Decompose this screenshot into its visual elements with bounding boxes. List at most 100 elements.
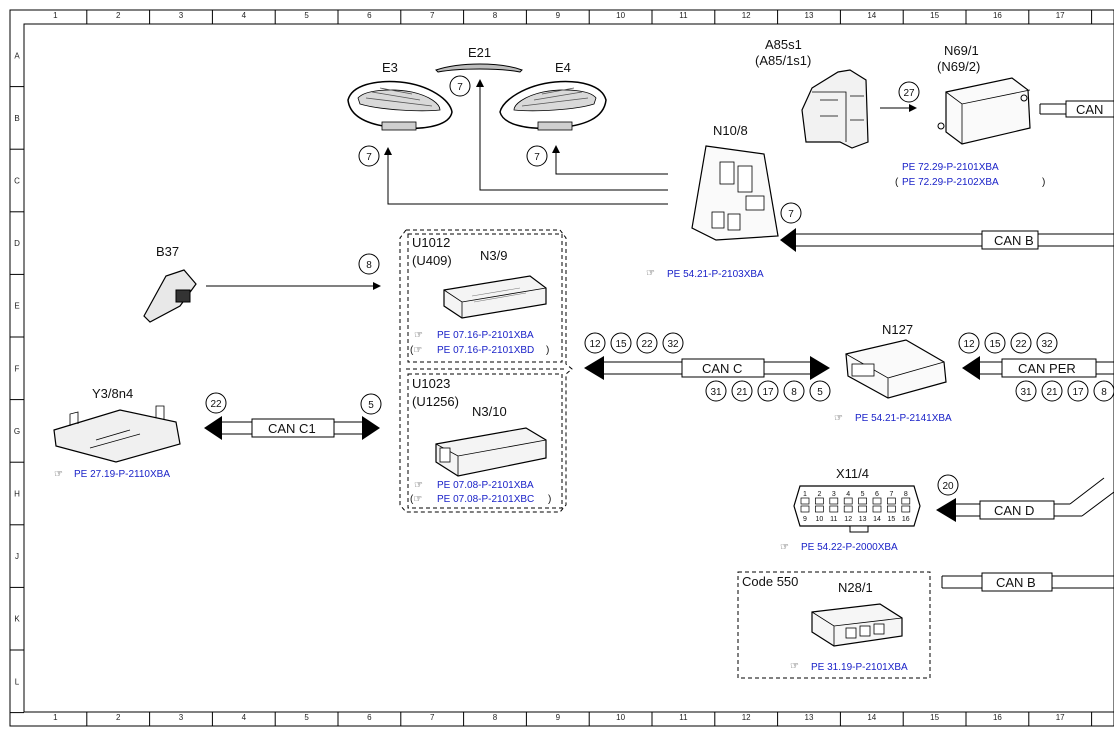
lamp-e4: E4 7 [499, 60, 607, 167]
svg-text:(☞: (☞ [410, 494, 422, 505]
grid-column-label: 14 [867, 11, 876, 20]
grid-column-label: 8 [493, 713, 498, 722]
label-n69-1: N69/1 [944, 43, 979, 58]
connector-pin-number: 10 [816, 516, 824, 523]
grid-column-label: 11 [679, 713, 688, 722]
signal-canper-top: 12 [963, 339, 975, 350]
svg-text:☞: ☞ [834, 413, 843, 424]
signal-canper-top-circle [1010, 332, 1032, 354]
connector-pin [872, 505, 882, 513]
module-n69-1: N69/1 (N69/2) PE 72.29-P-2101XBA ( PE 72… [895, 43, 1045, 188]
grid-row-label: B [14, 114, 19, 123]
signal-canc-bottom-circle [705, 380, 727, 402]
ref-n69-b[interactable]: PE 72.29-P-2102XBA [902, 177, 999, 188]
signal-b37: 8 [366, 260, 372, 271]
grid-row-label: C [14, 177, 20, 186]
ref-x11-4[interactable]: PE 54.22-P-2000XBA [801, 542, 898, 553]
signal-canc1-left: 22 [210, 399, 222, 410]
signal-canc-top: 12 [589, 339, 601, 350]
signal-canper-bottom-circle [1015, 380, 1037, 402]
connector-pin-number: 14 [873, 516, 881, 523]
label-n10-8: N10/8 [713, 123, 748, 138]
module-n10-8: N10/8 ☞ PE 54.21-P-2103XBA [646, 123, 779, 280]
signal-canper-top-circle [1036, 332, 1058, 354]
ref-n3-9-a[interactable]: PE 07.16-P-2101XBA [437, 330, 534, 341]
svg-text:(☞: (☞ [410, 345, 422, 356]
signal-n10-can: 7 [788, 209, 794, 220]
grid-column-label: 9 [556, 713, 561, 722]
signal-canper-top-circle [958, 332, 980, 354]
connector-pin-number: 6 [875, 491, 879, 498]
connector-pin-number: 1 [803, 491, 807, 498]
sensor-b37: B37 8 [143, 244, 381, 323]
grid-column-label: 12 [742, 713, 751, 722]
grid-column-label: 10 [616, 713, 625, 722]
connector-pin-number: 12 [844, 516, 852, 523]
ref-n28-1[interactable]: PE 31.19-P-2101XBA [811, 662, 908, 673]
ref-y3-8n4[interactable]: PE 27.19-P-2110XBA [74, 469, 170, 480]
grid-column-label: 4 [242, 11, 247, 20]
ref-n10-8[interactable]: PE 54.21-P-2103XBA [667, 269, 764, 280]
ref-n69-a[interactable]: PE 72.29-P-2101XBA [902, 162, 999, 173]
connector-pin-number: 8 [904, 491, 908, 498]
bus-can-c1: CAN C1 22 5 [204, 392, 382, 440]
svg-text:☞: ☞ [646, 268, 655, 279]
grid-column-label: 1 [53, 713, 58, 722]
grid-column-label: 7 [430, 713, 435, 722]
grid-column-label: 2 [116, 11, 121, 20]
label-n3-10: N3/10 [472, 404, 507, 419]
bus-label-can-b: CAN B [994, 233, 1034, 248]
grid-column-label: 17 [1056, 11, 1065, 20]
ref-n127[interactable]: PE 54.21-P-2141XBA [855, 413, 952, 424]
signal-canc-bottom: 8 [791, 387, 797, 398]
signal-canc-top-circle [662, 332, 684, 354]
label-n28-1: N28/1 [838, 580, 873, 595]
label-y3-8n4: Y3/8n4 [92, 386, 133, 401]
connector-pin [858, 497, 867, 505]
label-n127: N127 [882, 322, 913, 337]
grid-column-label: 2 [116, 713, 121, 722]
grid-row-label: G [14, 427, 20, 436]
grid-column-label: 3 [179, 713, 184, 722]
signal-canc-top-circle [636, 332, 658, 354]
grid-column-label: 8 [493, 11, 498, 20]
signal-canc-top: 22 [641, 339, 653, 350]
signal-canper-bottom: 31 [1020, 387, 1032, 398]
label-x11-4: X11/4 [836, 466, 869, 481]
grid-column-label: 15 [930, 11, 939, 20]
module-y3-8n4: Y3/8n4 ☞ PE 27.19-P-2110XBA [53, 386, 181, 480]
ref-n3-10-b[interactable]: PE 07.08-P-2101XBC [437, 494, 534, 505]
svg-text:): ) [548, 494, 551, 505]
bus-label-can-c1: CAN C1 [268, 421, 316, 436]
grid-row-label: E [14, 302, 19, 311]
label-n3-9: N3/9 [480, 248, 507, 263]
grid-column-label: 1 [53, 11, 58, 20]
label-u1012-alt: (U409) [412, 253, 452, 268]
connector-pin-number: 3 [832, 491, 836, 498]
label-u1012: U1012 [412, 235, 450, 250]
label-a85s1-alt: (A85/1s1) [755, 53, 811, 68]
signal-e4: 7 [534, 152, 540, 163]
connector-pin [815, 497, 824, 505]
connector-pin [901, 497, 911, 505]
label-b37: B37 [156, 244, 179, 259]
drawing-frame: 1122334455667788991010111112121313141415… [9, 9, 1114, 727]
label-a85s1: A85s1 [765, 37, 802, 52]
ref-n3-9-b[interactable]: PE 07.16-P-2101XBD [437, 345, 534, 356]
svg-text:☞: ☞ [780, 542, 789, 553]
ref-n3-10-a[interactable]: PE 07.08-P-2101XBA [437, 480, 534, 491]
bus-label-can: CAN [1076, 102, 1103, 117]
svg-text:(: ( [895, 177, 899, 188]
signal-canc-top-circle [610, 332, 632, 354]
label-e4: E4 [555, 60, 571, 75]
signal-canc-bottom-circle [783, 380, 805, 402]
grid-column-label: 13 [805, 11, 814, 20]
signal-e21: 7 [457, 82, 463, 93]
svg-text:): ) [546, 345, 549, 356]
signal-canper-bottom-circle [1041, 380, 1063, 402]
label-n69-1-alt: (N69/2) [937, 59, 980, 74]
connector-pin-number: 16 [902, 516, 910, 523]
